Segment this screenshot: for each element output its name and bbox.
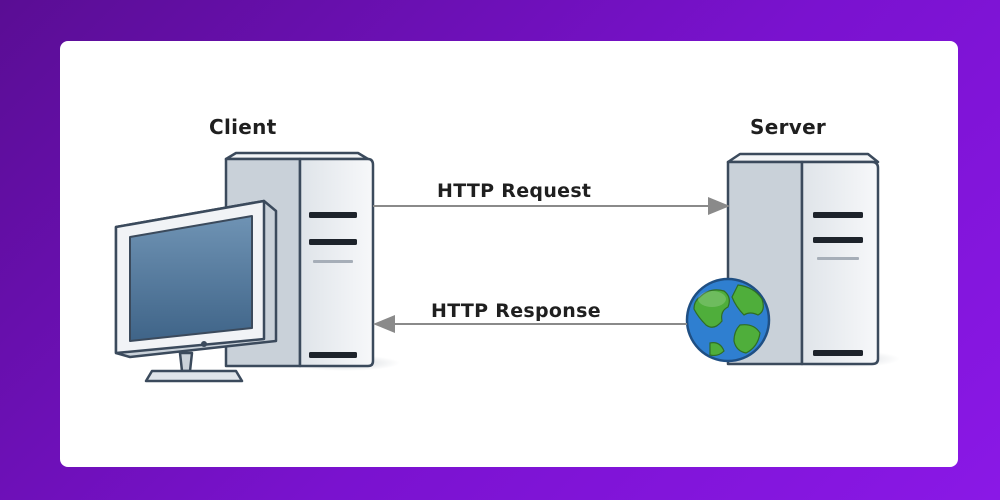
desktop-computer-icon — [114, 199, 278, 383]
server-label: Server — [750, 115, 827, 139]
client-label: Client — [209, 115, 277, 139]
globe-icon — [685, 277, 771, 363]
client-server-diagram — [114, 151, 900, 383]
diagram-card: Client Server HTTP Request HTTP Response — [60, 41, 958, 467]
http-request-label: HTTP Request — [437, 180, 592, 202]
request-arrow — [373, 197, 730, 215]
response-arrow — [373, 315, 687, 333]
http-response-label: HTTP Response — [431, 300, 601, 322]
